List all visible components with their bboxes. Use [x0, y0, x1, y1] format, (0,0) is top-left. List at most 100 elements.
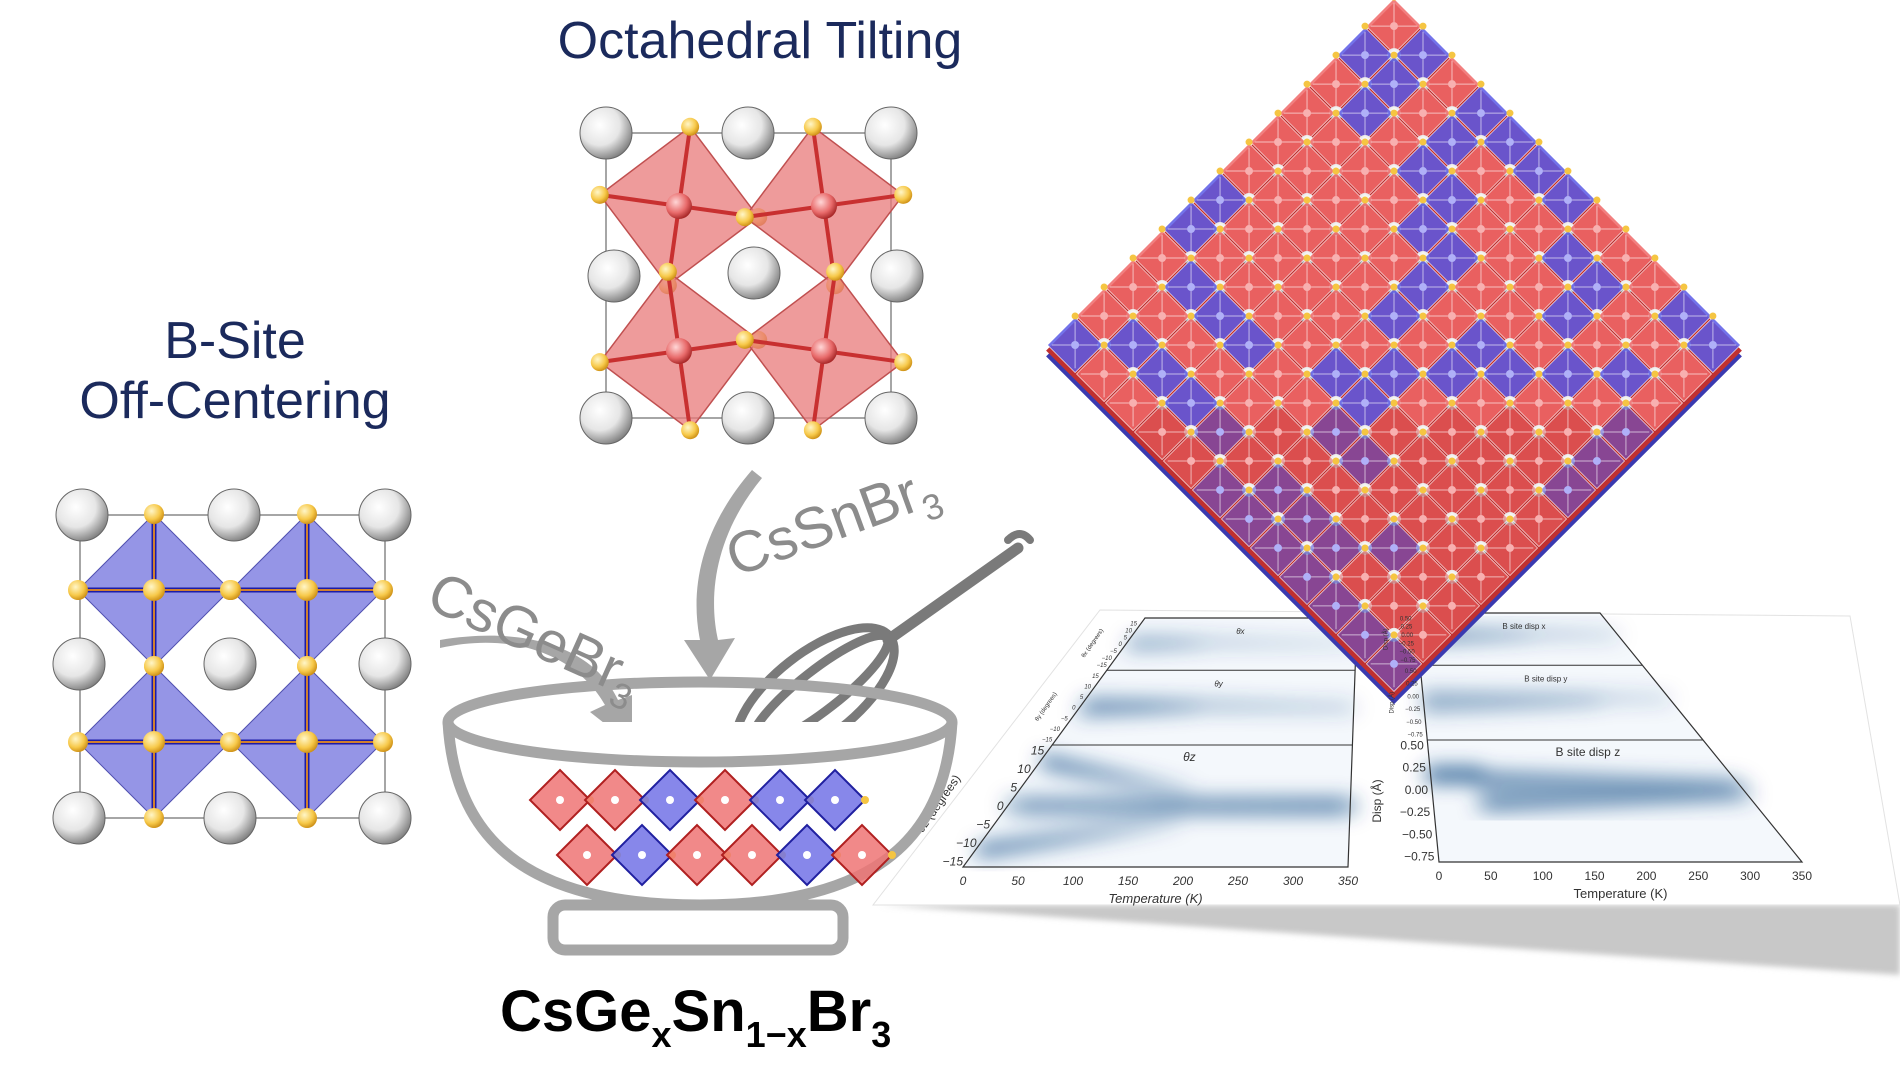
cesium-atom [207, 488, 261, 542]
b-site-atom [1679, 312, 1688, 321]
b-site-atom [1158, 427, 1167, 436]
y-tick-label: 10 [1125, 628, 1132, 634]
b-site-atom [1187, 225, 1196, 234]
cesium-atom [203, 791, 257, 845]
cesium-atom [721, 391, 775, 445]
bromine-atom [1303, 254, 1311, 262]
bromine-atom [1332, 283, 1340, 291]
alloy-formula: CsGexSn1−xBr3 [500, 978, 891, 1056]
b-site-atom [1418, 514, 1427, 523]
b-site-atom [1129, 283, 1138, 292]
b-site-atom [1476, 514, 1485, 523]
bromine-atom [1100, 341, 1108, 349]
bromine-atom [1448, 109, 1456, 117]
cesium-atom [864, 106, 918, 160]
bromine-atom [1651, 312, 1659, 320]
b-site-atom [1476, 398, 1485, 407]
y-tick-label: 0 [1072, 706, 1076, 712]
bromine-atom [1390, 631, 1398, 639]
b-site-atom [1361, 225, 1370, 234]
formula-part: Br [806, 979, 872, 1044]
b-site-atom [1100, 369, 1109, 378]
b-site-atom [1447, 254, 1456, 263]
x-tick-label: 350 [1338, 874, 1358, 888]
bromine-atom [144, 808, 164, 828]
formula-subscript: 1−x [745, 1014, 807, 1055]
b-site-atom [1592, 341, 1601, 349]
b-site-atom [1505, 427, 1514, 436]
y-tick-label: −15 [943, 855, 964, 869]
bromine-atom [1535, 254, 1543, 262]
b-site-atom [1274, 138, 1283, 147]
panel-title: θx [1236, 627, 1245, 636]
arrow-csgebr3-icon [440, 635, 632, 745]
lattice-grid [1046, 0, 1742, 705]
x-tick-label: 0 [1436, 869, 1443, 883]
bromine-atom [1506, 457, 1514, 465]
b-site-atom [1476, 225, 1485, 234]
cesium-atom [721, 106, 775, 160]
bromine-atom [1506, 225, 1514, 233]
y-tick-label: −0.25 [1405, 707, 1421, 713]
b-site-atom [1332, 312, 1341, 321]
y-tick-label: 15 [1130, 621, 1137, 627]
bromine-atom [1303, 138, 1311, 146]
x-tick-label: 200 [1636, 869, 1656, 883]
y-tick-label: −10 [956, 836, 977, 850]
heatmap-chart-labels: B site disp x−0.75−0.50−0.250.000.250.50… [1369, 616, 1812, 901]
bromine-atom [1361, 312, 1369, 320]
bromine-atom [1477, 428, 1485, 436]
b-site-atom [1303, 341, 1312, 349]
y-tick-label: 0.50 [1405, 669, 1417, 675]
bond [823, 192, 904, 208]
b-site-off-centering-title: B-Site Off-Centering [20, 312, 450, 432]
bromine-atom [1332, 225, 1340, 233]
bromine-atom [1477, 486, 1485, 494]
x-tick-label: 300 [1740, 869, 1760, 883]
bromine-atom [1245, 370, 1253, 378]
b-site-atom [1621, 369, 1630, 378]
bromine-atom [1158, 399, 1166, 407]
b-site-atom [1447, 601, 1456, 610]
bromine-atom [1564, 167, 1572, 175]
b-site-atom [1361, 51, 1370, 60]
x-tick-label: 250 [1688, 869, 1708, 883]
bromine-atom [1477, 138, 1485, 146]
bromine-atom [1448, 341, 1456, 349]
bromine-atom [861, 796, 869, 804]
b-site-atom [776, 796, 784, 804]
b-site-atom [1505, 543, 1514, 552]
b-site-atom [1303, 167, 1312, 176]
bromine-atom [1448, 457, 1456, 465]
germanium-atom [296, 579, 318, 601]
bromine-atom [1419, 312, 1427, 320]
tin-atom [811, 193, 837, 219]
bromine-atom [1448, 573, 1456, 581]
b-site-atom [1476, 456, 1485, 465]
b-site-atom [1390, 369, 1398, 378]
bromine-atom [1332, 399, 1340, 407]
bromine-atom [735, 208, 754, 227]
b-site-atom [1390, 254, 1398, 263]
octahedra-group [579, 106, 924, 445]
b-site-atom [1447, 196, 1456, 205]
b-site-atom [1418, 572, 1427, 581]
bromine-atom [681, 117, 700, 136]
formula-part: Sn [671, 979, 746, 1044]
bromine-atom [297, 656, 317, 676]
heatmap-bands [975, 639, 1358, 856]
b-site-atom [1534, 398, 1543, 407]
title-line-2: Off-Centering [79, 371, 391, 430]
b-site-atom [1534, 456, 1543, 465]
bromine-atom [1651, 254, 1659, 262]
bromine-atom [1245, 196, 1253, 204]
bromine-atom [1129, 254, 1137, 262]
bromine-atom [1506, 167, 1514, 175]
bromine-atom [1390, 283, 1398, 291]
b-site-atom [1129, 341, 1138, 349]
octahedral-tilting-structure [579, 106, 924, 445]
bromine-atom [1448, 167, 1456, 175]
b-site-atom [1245, 167, 1254, 176]
b-site-atom [1361, 167, 1370, 176]
y-tick-label: 0.50 [1400, 738, 1424, 752]
